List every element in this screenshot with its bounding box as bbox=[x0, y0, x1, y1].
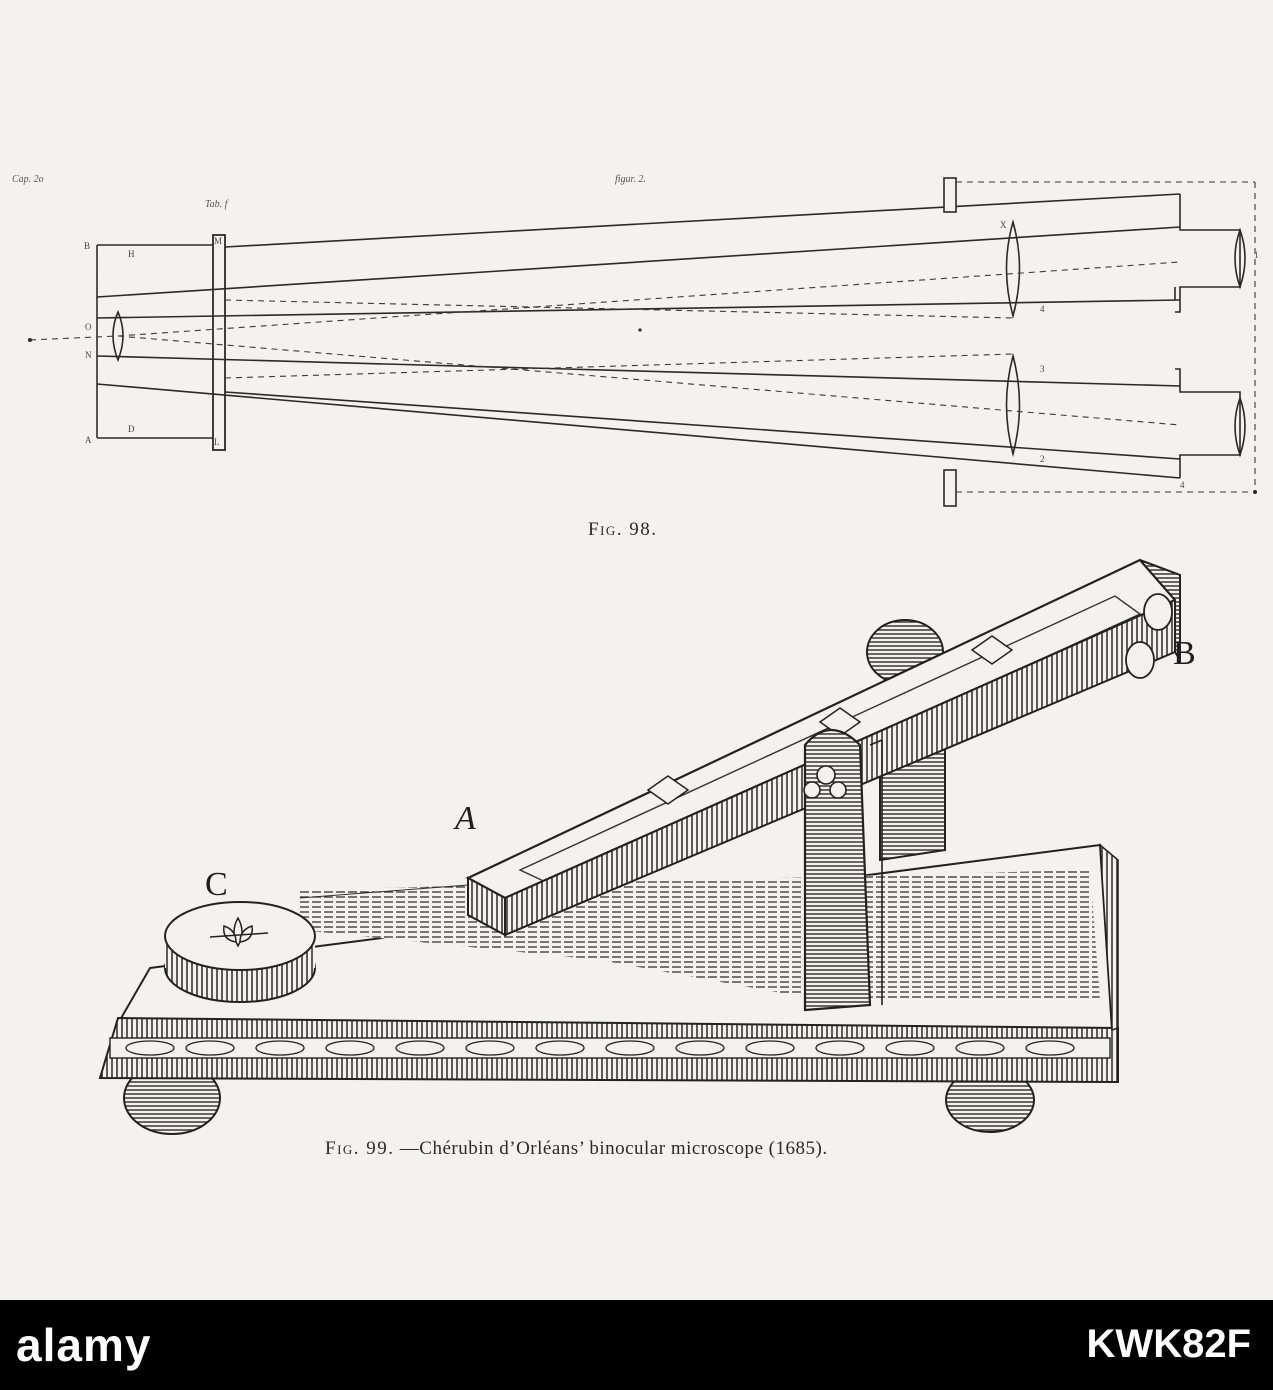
upper-eye-lens bbox=[1234, 227, 1246, 290]
document-page: B H O N A D M L X 4 3 2 4 1 Cap. 2o figur. 2. T… bbox=[0, 0, 1273, 1300]
upper-tube-top bbox=[224, 193, 1181, 248]
objective-lens bbox=[112, 309, 124, 363]
figure-98-diagram: B H O N A D M L X 4 3 2 4 1 bbox=[28, 177, 1259, 507]
label-b: B bbox=[1173, 635, 1196, 672]
eyepiece-b-lower bbox=[1125, 641, 1155, 679]
svg-text:1: 1 bbox=[1254, 250, 1259, 260]
annotation-cap: Cap. 2o bbox=[12, 174, 44, 185]
figure-98-caption: Fig. 98. bbox=[588, 519, 658, 541]
fleur-de-lis-icon bbox=[209, 916, 269, 948]
annotation-tab: Tab. f bbox=[205, 199, 228, 210]
lower-field-lens bbox=[1005, 352, 1021, 458]
label-a: A bbox=[455, 800, 476, 837]
figure-99-caption-number: Fig. 99. bbox=[325, 1138, 395, 1159]
figure-99-caption: Fig. 99. —Chérubin d’Orléans’ binocular … bbox=[325, 1138, 828, 1160]
svg-text:4: 4 bbox=[1180, 480, 1185, 490]
annotation-figure-2: figur. 2. bbox=[615, 174, 646, 185]
lower-collar bbox=[943, 469, 957, 507]
upper-collar bbox=[943, 177, 957, 213]
figure-99-caption-text: —Chérubin d’Orléans’ binocular microscop… bbox=[399, 1138, 828, 1159]
svg-text:H: H bbox=[128, 249, 135, 259]
figure-98-caption-text: Fig. 98. bbox=[588, 519, 658, 540]
eyepiece-b-upper bbox=[1143, 593, 1173, 631]
lower-tube-bottom bbox=[96, 383, 1181, 479]
support-pillar bbox=[803, 729, 872, 1012]
svg-text:D: D bbox=[128, 424, 135, 434]
alamy-logo: alamy bbox=[16, 1319, 152, 1371]
svg-text:2: 2 bbox=[1040, 454, 1045, 464]
svg-text:O: O bbox=[85, 322, 92, 332]
label-c: C bbox=[205, 866, 228, 903]
stock-watermark-banner: alamy KWK82F bbox=[0, 1300, 1273, 1390]
svg-text:A: A bbox=[85, 435, 92, 445]
eyepiece-end bbox=[1139, 559, 1181, 664]
upper-field-lens bbox=[1005, 219, 1021, 320]
svg-text:X: X bbox=[1000, 220, 1007, 230]
image-id-label: KWK82F bbox=[1086, 1322, 1251, 1366]
svg-text:L: L bbox=[214, 437, 220, 447]
svg-text:M: M bbox=[214, 236, 222, 246]
pivot-screw bbox=[803, 765, 847, 799]
lower-eye-lens bbox=[1234, 395, 1246, 458]
svg-text:4: 4 bbox=[1040, 304, 1045, 314]
figure-99-illustration bbox=[98, 558, 1181, 1135]
svg-text:N: N bbox=[85, 350, 92, 360]
svg-text:3: 3 bbox=[1040, 364, 1045, 374]
svg-text:B: B bbox=[84, 241, 90, 251]
